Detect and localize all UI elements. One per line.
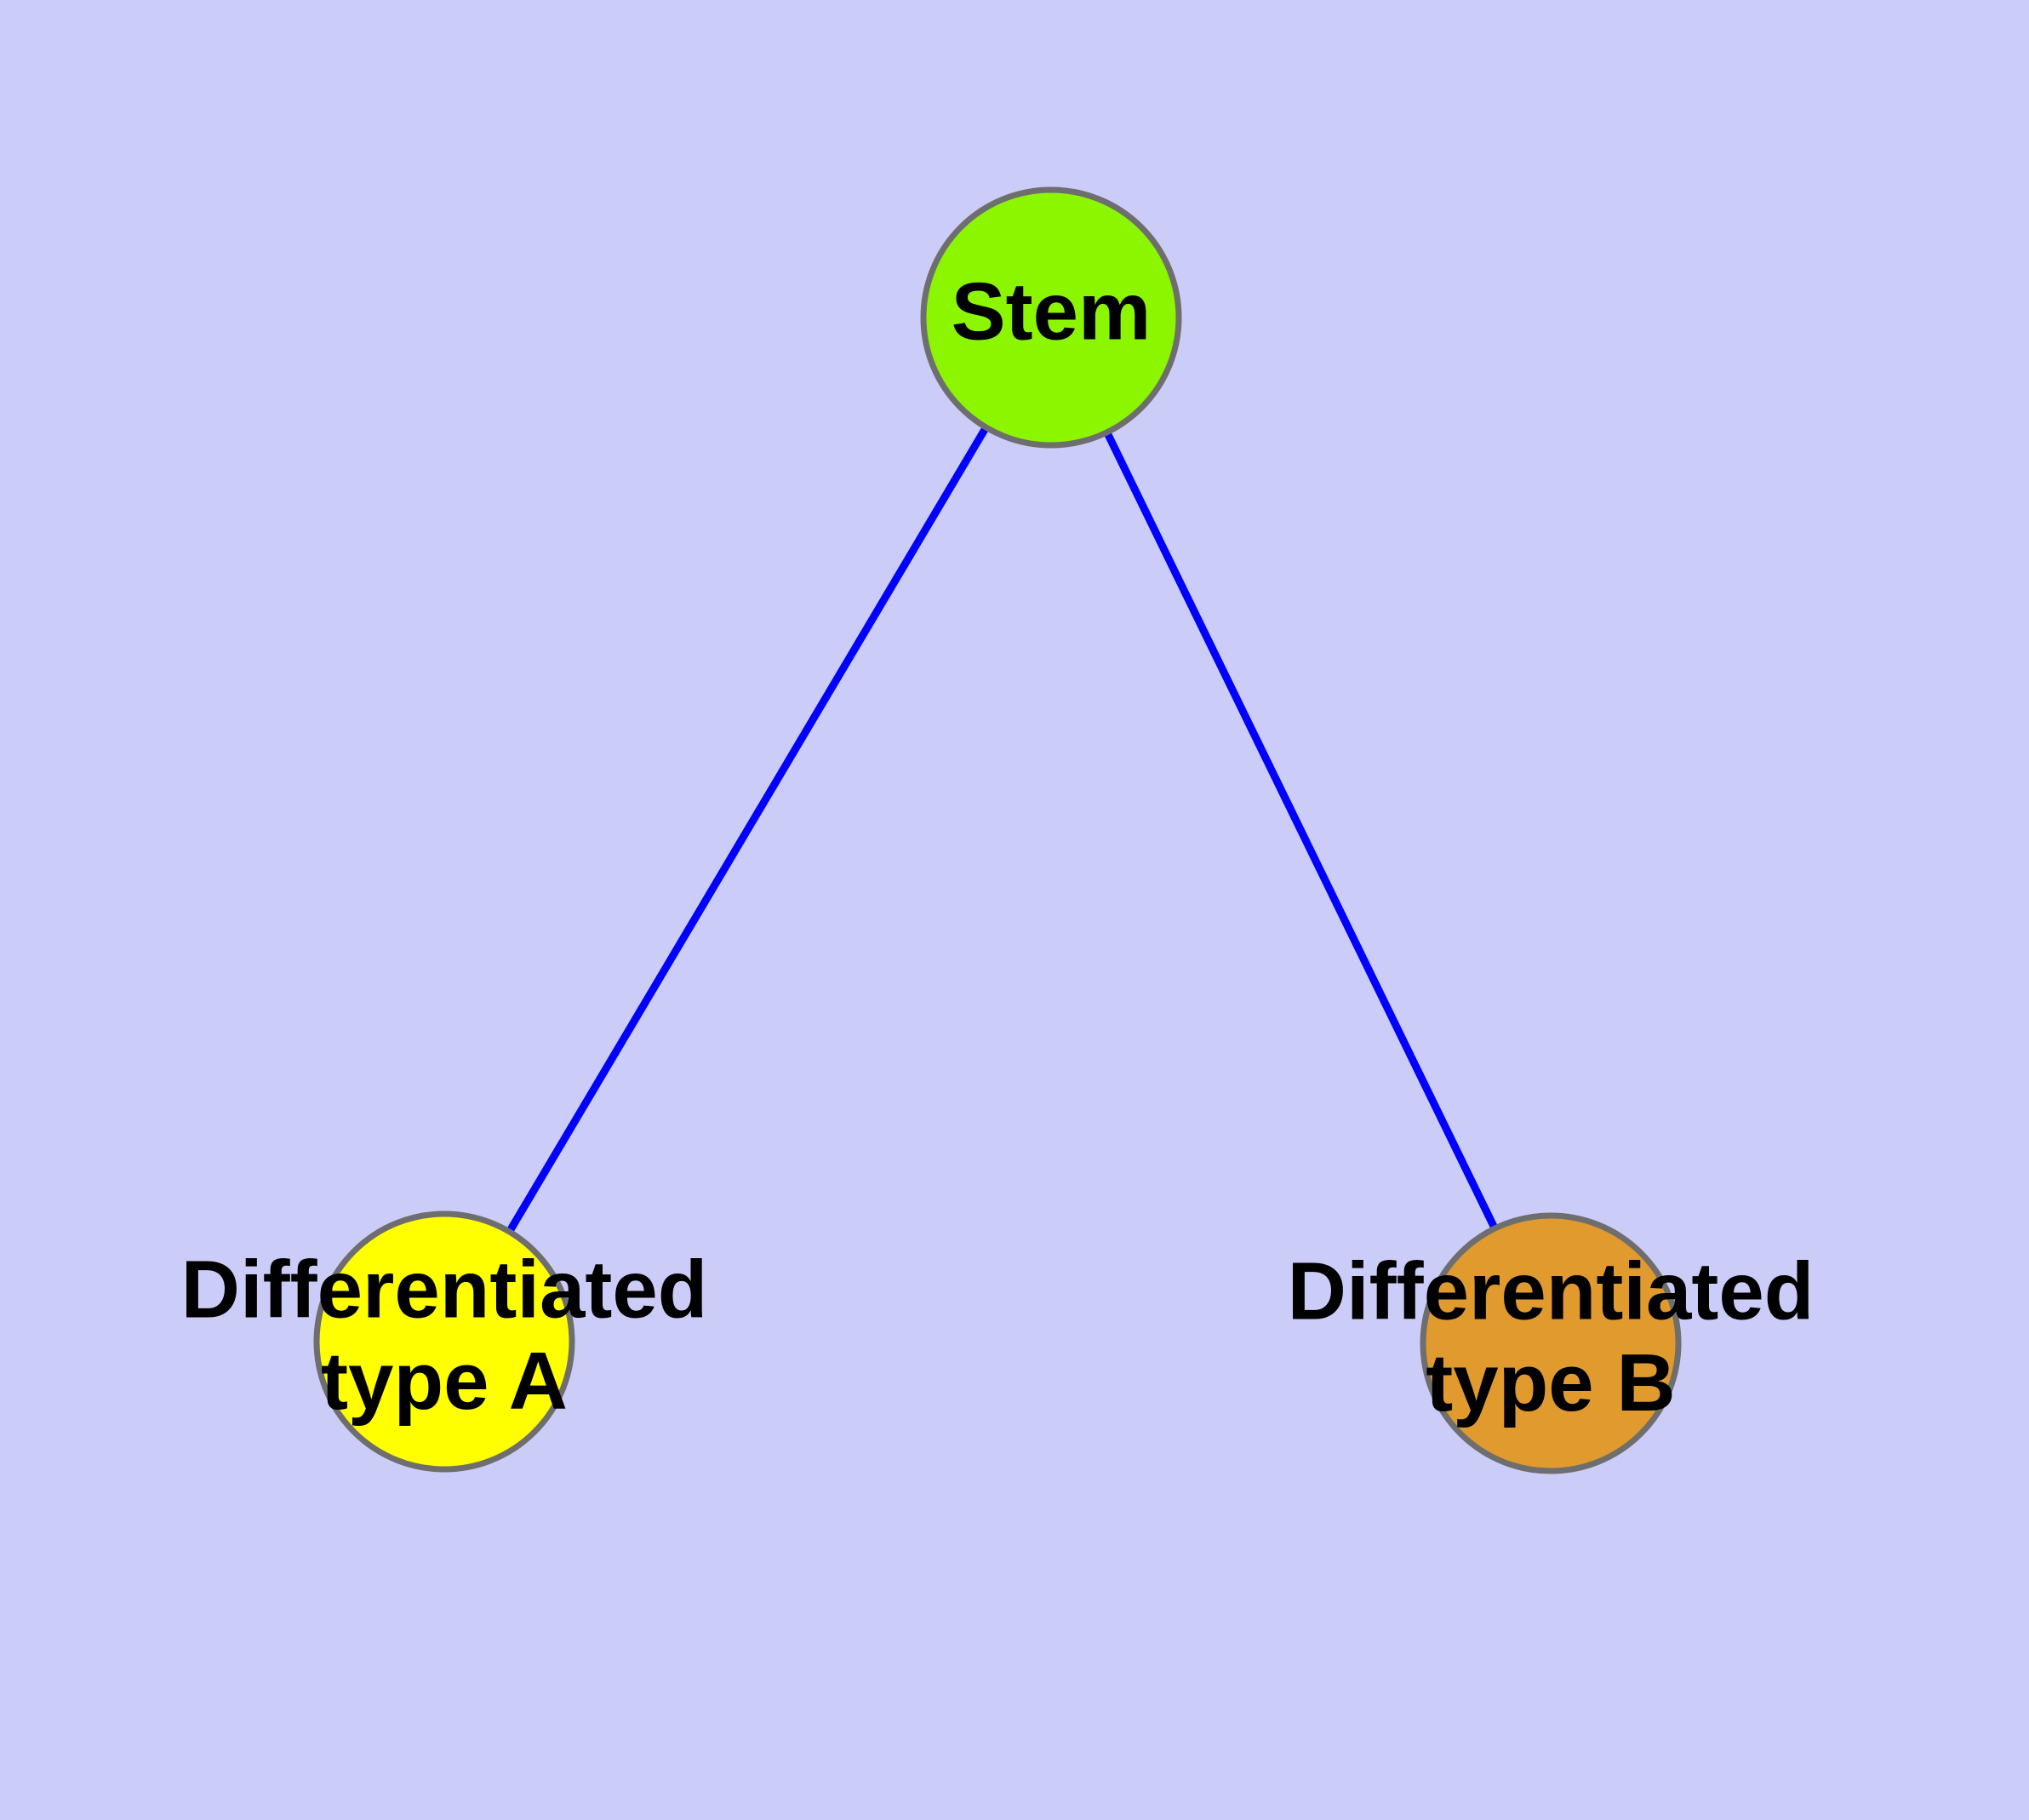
edge-stem-to-b	[1103, 430, 1499, 1231]
node-circle-stem[interactable]	[920, 186, 1182, 449]
edge-stem-to-a	[506, 425, 990, 1234]
edges-layer	[506, 425, 1499, 1234]
node-circle-diff_b[interactable]	[1420, 1212, 1682, 1474]
node-label-diff_b: Differentiated	[1288, 1246, 1815, 1337]
node-circle-diff_a[interactable]	[313, 1210, 575, 1473]
node-label-diff_b: type B	[1426, 1337, 1675, 1428]
node-label-stem: Stem	[952, 266, 1152, 357]
node-label-diff_a: Differentiated	[181, 1245, 708, 1336]
node-stem[interactable]: Stem	[920, 186, 1182, 449]
node-label-diff_a: type A	[321, 1336, 568, 1427]
